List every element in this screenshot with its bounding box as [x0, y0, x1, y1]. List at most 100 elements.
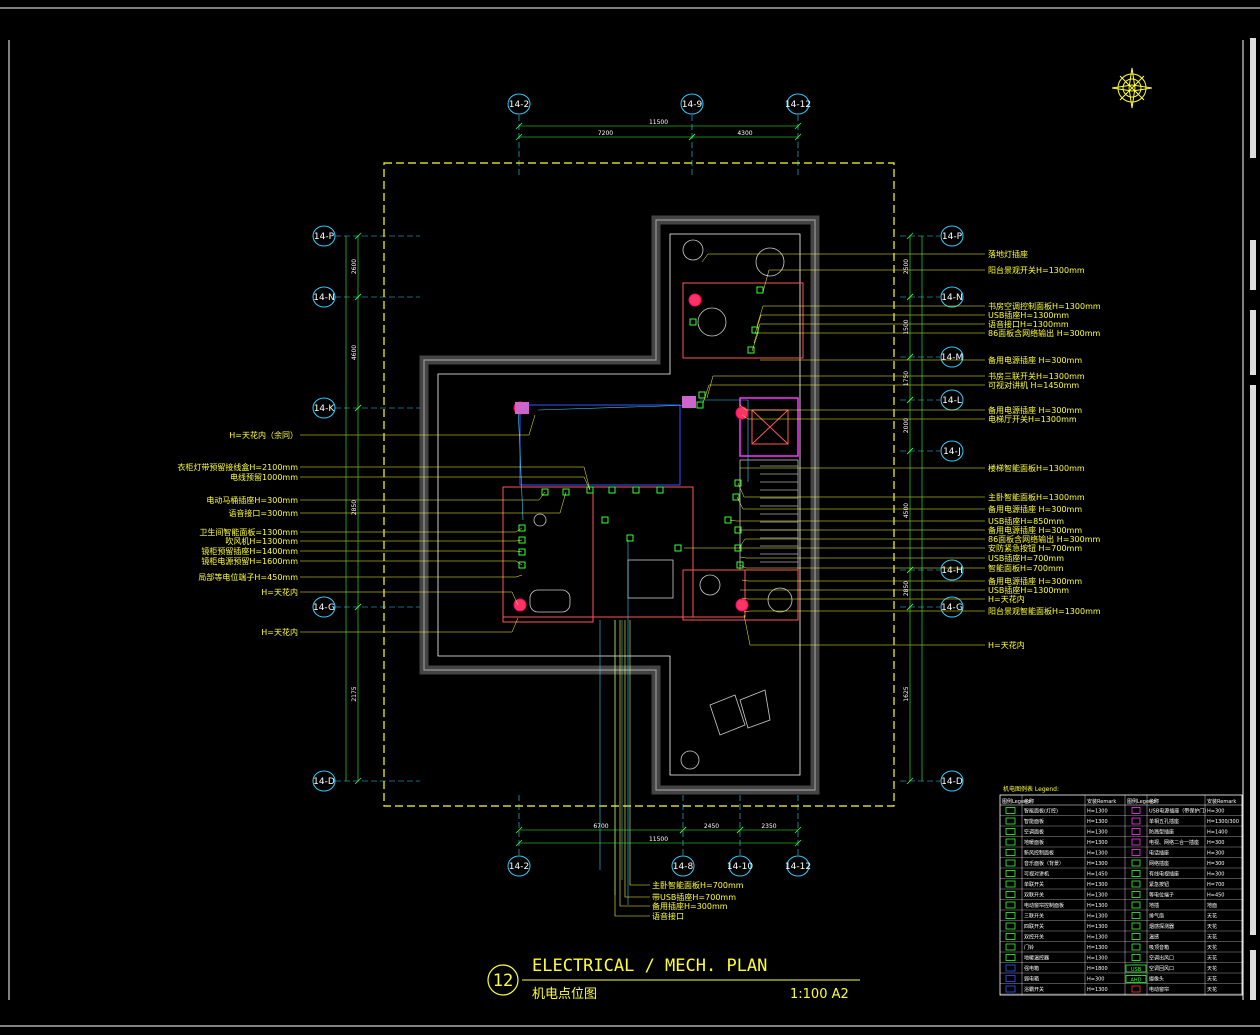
axis-right-1-bubble	[940, 286, 964, 308]
dim-bottom-b-text: 2450	[704, 823, 719, 830]
label-left-3: 电动马桶插座H=300mm	[206, 495, 298, 505]
legend-symbol-icon	[1005, 901, 1016, 909]
label-right-3: USB插座H=1300mm	[988, 310, 1069, 320]
axis-top-1-label: 14-9	[682, 100, 703, 110]
leader-right	[751, 332, 985, 352]
device-symbol-icon	[689, 318, 697, 326]
dim-right-0-text: 2500	[903, 259, 910, 274]
legend-cell: 可视对讲机	[1024, 871, 1049, 878]
legend-symbol-icon	[1131, 880, 1141, 888]
legend-cell: USB电源插座（带保护门）	[1149, 808, 1209, 815]
legend-cell: 空调出风口	[1149, 955, 1174, 962]
axis-right-2-label: 14-M	[941, 353, 963, 363]
scrollbar-right-1[interactable]	[1250, 38, 1256, 158]
legend-symbol-icon	[1005, 807, 1016, 814]
device-symbol-icon	[586, 486, 594, 494]
legend-frame	[999, 794, 1243, 996]
dim-bottom-a-tick	[515, 826, 523, 834]
axis-right-7-label: 14-D	[941, 777, 963, 787]
leader-right	[739, 556, 985, 559]
dim-right-5-tick	[906, 566, 914, 574]
wiring-bottom-leader	[614, 620, 650, 917]
legend-cell: 等电位端子	[1149, 892, 1174, 899]
scrollbar-right-2[interactable]	[1250, 240, 1256, 290]
device-symbol-icon	[656, 486, 664, 494]
legend-cell: 天花	[1207, 913, 1217, 920]
light-fixture-icon	[688, 293, 702, 307]
legend-badge-text: AHD	[1130, 978, 1141, 984]
leader-left	[300, 560, 523, 566]
axis-top-0-label: 14-2	[509, 100, 529, 110]
axis-top-1-bubble	[680, 93, 704, 115]
label-right-6: 备用电源插座 H=300mm	[988, 355, 1082, 365]
dim-right-2-tick	[906, 353, 914, 361]
legend-cell: 智能面板	[1024, 818, 1044, 825]
device-symbol-icon	[626, 534, 634, 542]
dim-right-6-tick	[906, 777, 914, 785]
label-left-10: H=天花内	[261, 587, 298, 597]
scrollbar-right-4[interactable]	[1250, 385, 1256, 935]
legend-cell: 空调面板	[1024, 829, 1044, 836]
legend-badge-text: USB	[1131, 967, 1142, 973]
legend-cell: 摄像头	[1149, 976, 1164, 983]
legend-cell: H=300	[1207, 840, 1225, 846]
dim-left-0-text: 2600	[351, 259, 358, 274]
dim-left-3-tick	[354, 777, 362, 785]
drawing-title-en: ELECTRICAL / MECH. PLAN	[532, 956, 767, 976]
scrollbar-right-5[interactable]	[1250, 950, 1256, 1000]
leader-left	[300, 414, 536, 436]
legend-cell: H=300	[1207, 872, 1225, 878]
axis-bottom-1-label: 14-8	[673, 862, 694, 872]
legend-symbol-icon	[1005, 838, 1016, 846]
axis-bottom-3-label: 14-12	[785, 862, 811, 872]
legend-cell: 双控开关	[1024, 934, 1044, 941]
dim-left-2-text: 2850	[351, 500, 358, 515]
axis-right-5-label: 14-H	[941, 566, 962, 576]
axis-right-4-bubble	[940, 440, 964, 462]
label-left-9: 局部等电位端子H=450mm	[198, 572, 298, 582]
label-left-4: 语音接口=300mm	[228, 508, 298, 518]
leader-right	[743, 610, 985, 613]
legend-cell: H=1300	[1087, 809, 1108, 815]
legend-symbol-icon	[1005, 859, 1016, 867]
label-right-24: H=天花内	[988, 640, 1025, 650]
axis-right-4-label: 14-J	[943, 447, 961, 457]
panel-box-icon	[682, 396, 696, 408]
label-left-0: H=天花内（余同）	[229, 430, 298, 440]
legend-cell: H=300	[1087, 977, 1105, 983]
label-right-16: 86面板含网络输出 H=300mm	[988, 534, 1101, 544]
light-fixture-icon	[735, 406, 749, 420]
label-right-11: 楼梯智能面板H=1300mm	[988, 463, 1085, 473]
scrollbar-right-3[interactable]	[1250, 310, 1256, 375]
legend-cell: 地暖面板	[1024, 839, 1044, 846]
legend-cell: H=700	[1207, 882, 1225, 888]
legend-cell: 空调回风口	[1149, 965, 1174, 972]
axis-bottom-1-bubble	[671, 855, 695, 877]
legend-badge-usb	[1125, 964, 1147, 973]
legend-symbol-icon	[1005, 985, 1016, 993]
axis-left-1-bubble	[312, 286, 336, 308]
bedroom-wall-red	[503, 570, 746, 618]
legend-cell: H=1300	[1087, 924, 1108, 930]
axis-right-0-bubble	[940, 225, 964, 247]
legend-header-2: 安装Remark	[1087, 798, 1116, 805]
legend-cell: H=1300	[1087, 987, 1108, 993]
dim-right-3-tick	[906, 396, 914, 404]
legend-cell: 吸顶音箱	[1149, 944, 1169, 951]
legend-symbol-icon	[1131, 849, 1141, 856]
legend-symbol-icon	[1005, 975, 1016, 982]
dim-top-b-text: 4300	[737, 130, 752, 137]
plant-1	[682, 239, 704, 261]
axis-top-0-bubble	[507, 93, 531, 115]
legend-cell: 智能面板(灯控)	[1024, 808, 1058, 815]
legend-cell: H=1300/300	[1207, 819, 1239, 825]
axis-bottom-2-bubble	[728, 855, 752, 877]
axis-right-6-bubble	[940, 596, 964, 618]
legend-symbol-icon	[1005, 943, 1016, 951]
legend-symbol-icon	[1131, 838, 1141, 846]
balcony-south	[682, 569, 799, 621]
label-right-15: 备用电源插座 H=300mm	[988, 525, 1082, 535]
leader-left	[300, 539, 523, 542]
